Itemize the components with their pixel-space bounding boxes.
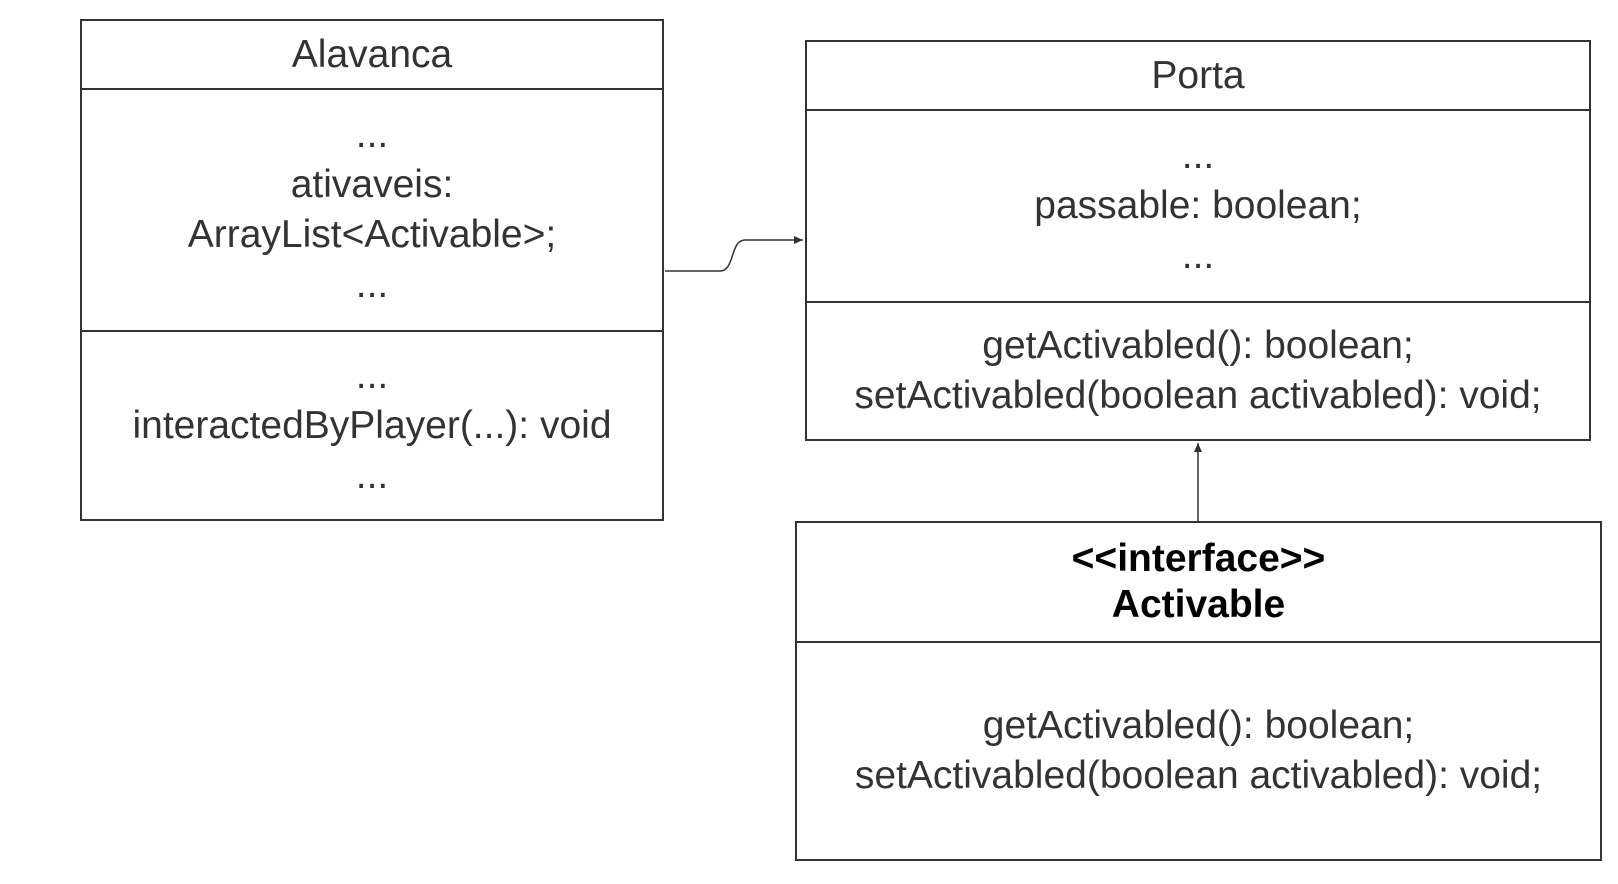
interface-activable[interactable]: <<interface>> Activable getActivabled():…: [795, 521, 1602, 861]
attribute-line: ...: [1181, 134, 1215, 177]
attribute-line: ...: [1181, 234, 1215, 277]
class-name: Porta: [1151, 53, 1245, 97]
interface-name-section: <<interface>> Activable: [797, 523, 1600, 641]
method-line: ...: [355, 453, 389, 497]
attribute-line: ArrayList<Activable>;: [187, 213, 557, 256]
methods-section: ... interactedByPlayer(...): void ...: [82, 330, 662, 519]
method-line: interactedByPlayer(...): void: [132, 403, 612, 447]
attribute-line: ...: [355, 263, 389, 306]
class-alavanca[interactable]: Alavanca ... ativaveis: ArrayList<Activa…: [80, 19, 664, 521]
interface-stereotype: <<interface>>: [1071, 537, 1326, 580]
association-arrow-alavanca-to-porta[interactable]: [665, 236, 803, 272]
attributes-section: ... passable: boolean; ...: [807, 109, 1589, 301]
methods-section: getActivabled(): boolean; setActivabled(…: [797, 641, 1600, 859]
method-line: getActivabled(): boolean;: [982, 704, 1415, 747]
attribute-line: ...: [355, 113, 389, 156]
method-line: getActivabled(): boolean;: [982, 324, 1414, 367]
method-line: setActivabled(boolean activabled): void;: [854, 374, 1542, 417]
attribute-line: ativaveis:: [290, 163, 454, 206]
interface-name: Activable: [1111, 583, 1286, 626]
methods-section: getActivabled(): boolean; setActivabled(…: [807, 301, 1589, 439]
method-line: ...: [355, 353, 389, 397]
class-name-section: Porta: [807, 42, 1589, 109]
class-porta[interactable]: Porta ... passable: boolean; ... getActi…: [805, 40, 1591, 441]
class-name-section: Alavanca: [82, 21, 662, 88]
method-line: setActivabled(boolean activabled): void;: [854, 754, 1543, 797]
attribute-line: passable: boolean;: [1034, 184, 1362, 227]
attributes-section: ... ativaveis: ArrayList<Activable>; ...: [82, 88, 662, 330]
class-name: Alavanca: [291, 32, 453, 76]
